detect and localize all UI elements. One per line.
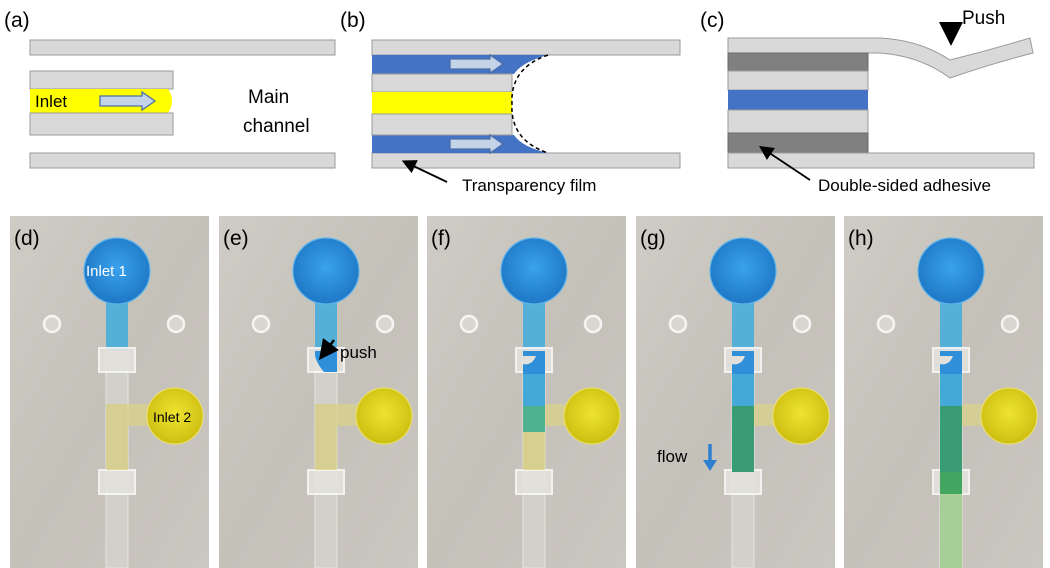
blue-reservoir [917,237,985,305]
main-channel-label-1: Main [248,87,289,108]
panel-g [636,216,835,568]
top-film [29,39,336,56]
panel-a: (a) Inlet Main channel [4,9,336,169]
film-layer [727,109,869,134]
yellow-fill [315,404,337,470]
yellow-reservoir [146,387,204,445]
flow-arrow-head [703,460,717,471]
via-hole [1000,314,1020,334]
main-channel-label-2: channel [243,116,310,137]
meniscus-curve [511,54,549,154]
blue-channel [315,296,337,351]
yellow-reservoir [563,387,621,445]
bottom-film [727,152,1035,169]
panel-b-label: (b) [340,9,366,32]
valve-bottom [98,469,136,495]
panel-f [427,216,626,568]
flow-label: flow [657,447,688,466]
valve-bottom [307,469,345,495]
panel-a-label: (a) [4,9,30,32]
bottom-film [29,152,336,169]
flow-arrow-icon [449,53,505,75]
valve-bottom [515,469,553,495]
green-fill [732,406,754,472]
panel-d-label: (d) [14,227,40,250]
panel-e [219,216,418,568]
yellow-fill [523,432,545,470]
adhesive-layer [727,132,869,154]
blue-reservoir [292,237,360,305]
via-hole [583,314,603,334]
pointer-arrow [759,146,811,181]
inlet-bottom-film [29,112,174,136]
via-hole [375,314,395,334]
via-hole [459,314,479,334]
bottom-film [371,152,681,169]
blue-channel [523,296,545,351]
panel-c: (c) Push Double-sided adhesive [700,8,1035,195]
blue-fill [732,351,754,374]
blue-channel [728,90,868,110]
via-hole [876,314,896,334]
blue-reservoir [500,237,568,305]
yellow-reservoir [980,387,1038,445]
blue-channel [940,296,962,351]
panel-c-label: (c) [700,9,725,32]
panel-d [10,216,209,568]
blue-channel [106,296,128,351]
push-label: push [340,343,377,362]
via-hole [166,314,186,334]
yellow-channel [372,92,512,114]
inlet-label: Inlet [35,92,67,111]
panel-h [844,216,1043,568]
blue-channel [732,296,754,351]
double-sided-adhesive-label: Double-sided adhesive [818,176,991,195]
blue-fill [940,374,962,406]
valve-bottom [724,469,762,495]
blue-reservoir [83,237,151,305]
panel-e-label: (e) [223,227,249,250]
adhesive-layer [727,52,869,72]
via-hole [792,314,812,334]
panel-f-label: (f) [431,227,451,250]
pointer-arrow [401,160,448,183]
green-fill [940,406,962,472]
via-hole [668,314,688,334]
panel-h-label: (h) [848,227,874,250]
green-fill [940,494,962,568]
film-layer [727,70,869,91]
inlet-top-film [29,70,174,90]
bent-top-film [727,37,1034,79]
panel-g-label: (g) [640,227,666,250]
via-hole [42,314,62,334]
film-layer [371,113,513,136]
flow-arrow-icon [449,133,505,155]
push-arrow-icon [319,338,339,360]
transparency-film-label: Transparency film [462,176,596,195]
green-fill [523,406,545,432]
inlet-1-label: Inlet 1 [86,263,127,280]
flow-arrow-icon [99,90,157,112]
valve-top [98,347,136,373]
top-film [371,39,681,56]
yellow-fill [106,404,128,470]
green-fill [940,472,962,494]
inlet-2-label: Inlet 2 [153,409,191,425]
yellow-reservoir [772,387,830,445]
panel-b: (b) Transparency film [340,9,681,195]
blue-fill [940,351,962,374]
yellow-reservoir [355,387,413,445]
via-hole [251,314,271,334]
blue-fill [732,374,754,406]
push-label: Push [962,8,1005,29]
film-layer [371,73,513,93]
blue-fill [523,351,545,374]
blue-reservoir [709,237,777,305]
blue-fill [523,374,545,406]
